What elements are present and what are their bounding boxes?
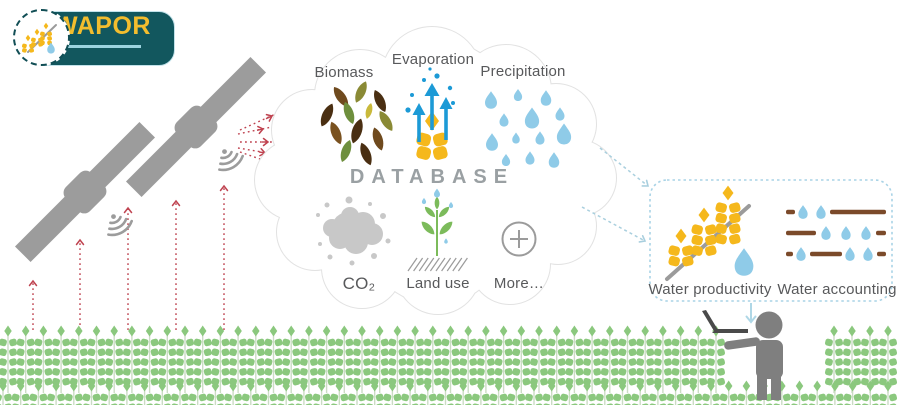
satellite-icon-left [14,121,156,263]
land-use-icon [407,188,468,272]
water-accounting-icon [786,205,886,261]
wapor-logo: WAPOR [0,0,190,80]
database-title: DATABASE [349,166,515,188]
user-figure [702,310,783,400]
wheat-drop-icon [13,9,70,66]
logo-underline [54,45,141,48]
water-accounting-label: Water accounting [777,281,897,298]
biomass-label: Biomass [314,64,374,81]
crop-field [0,325,898,405]
logo-title: WAPOR [54,12,151,40]
more-icon [501,221,537,257]
satellite-icon-right [125,56,267,198]
land-use-label: Land use [406,275,470,292]
cloud-to-panel-arrows [581,147,650,243]
evaporation-label: Evaporation [391,51,475,68]
water-productivity-icon [665,185,754,281]
ground-hatch [407,257,468,272]
evaporation-icon [405,67,455,160]
co2-label: CO₂ [342,274,376,293]
water-productivity-label: Water productivity [648,281,772,298]
laptop-icon [702,310,748,333]
more-label: More… [493,275,545,292]
co2-icon [316,196,391,266]
precipitation-label: Precipitation [480,63,566,80]
